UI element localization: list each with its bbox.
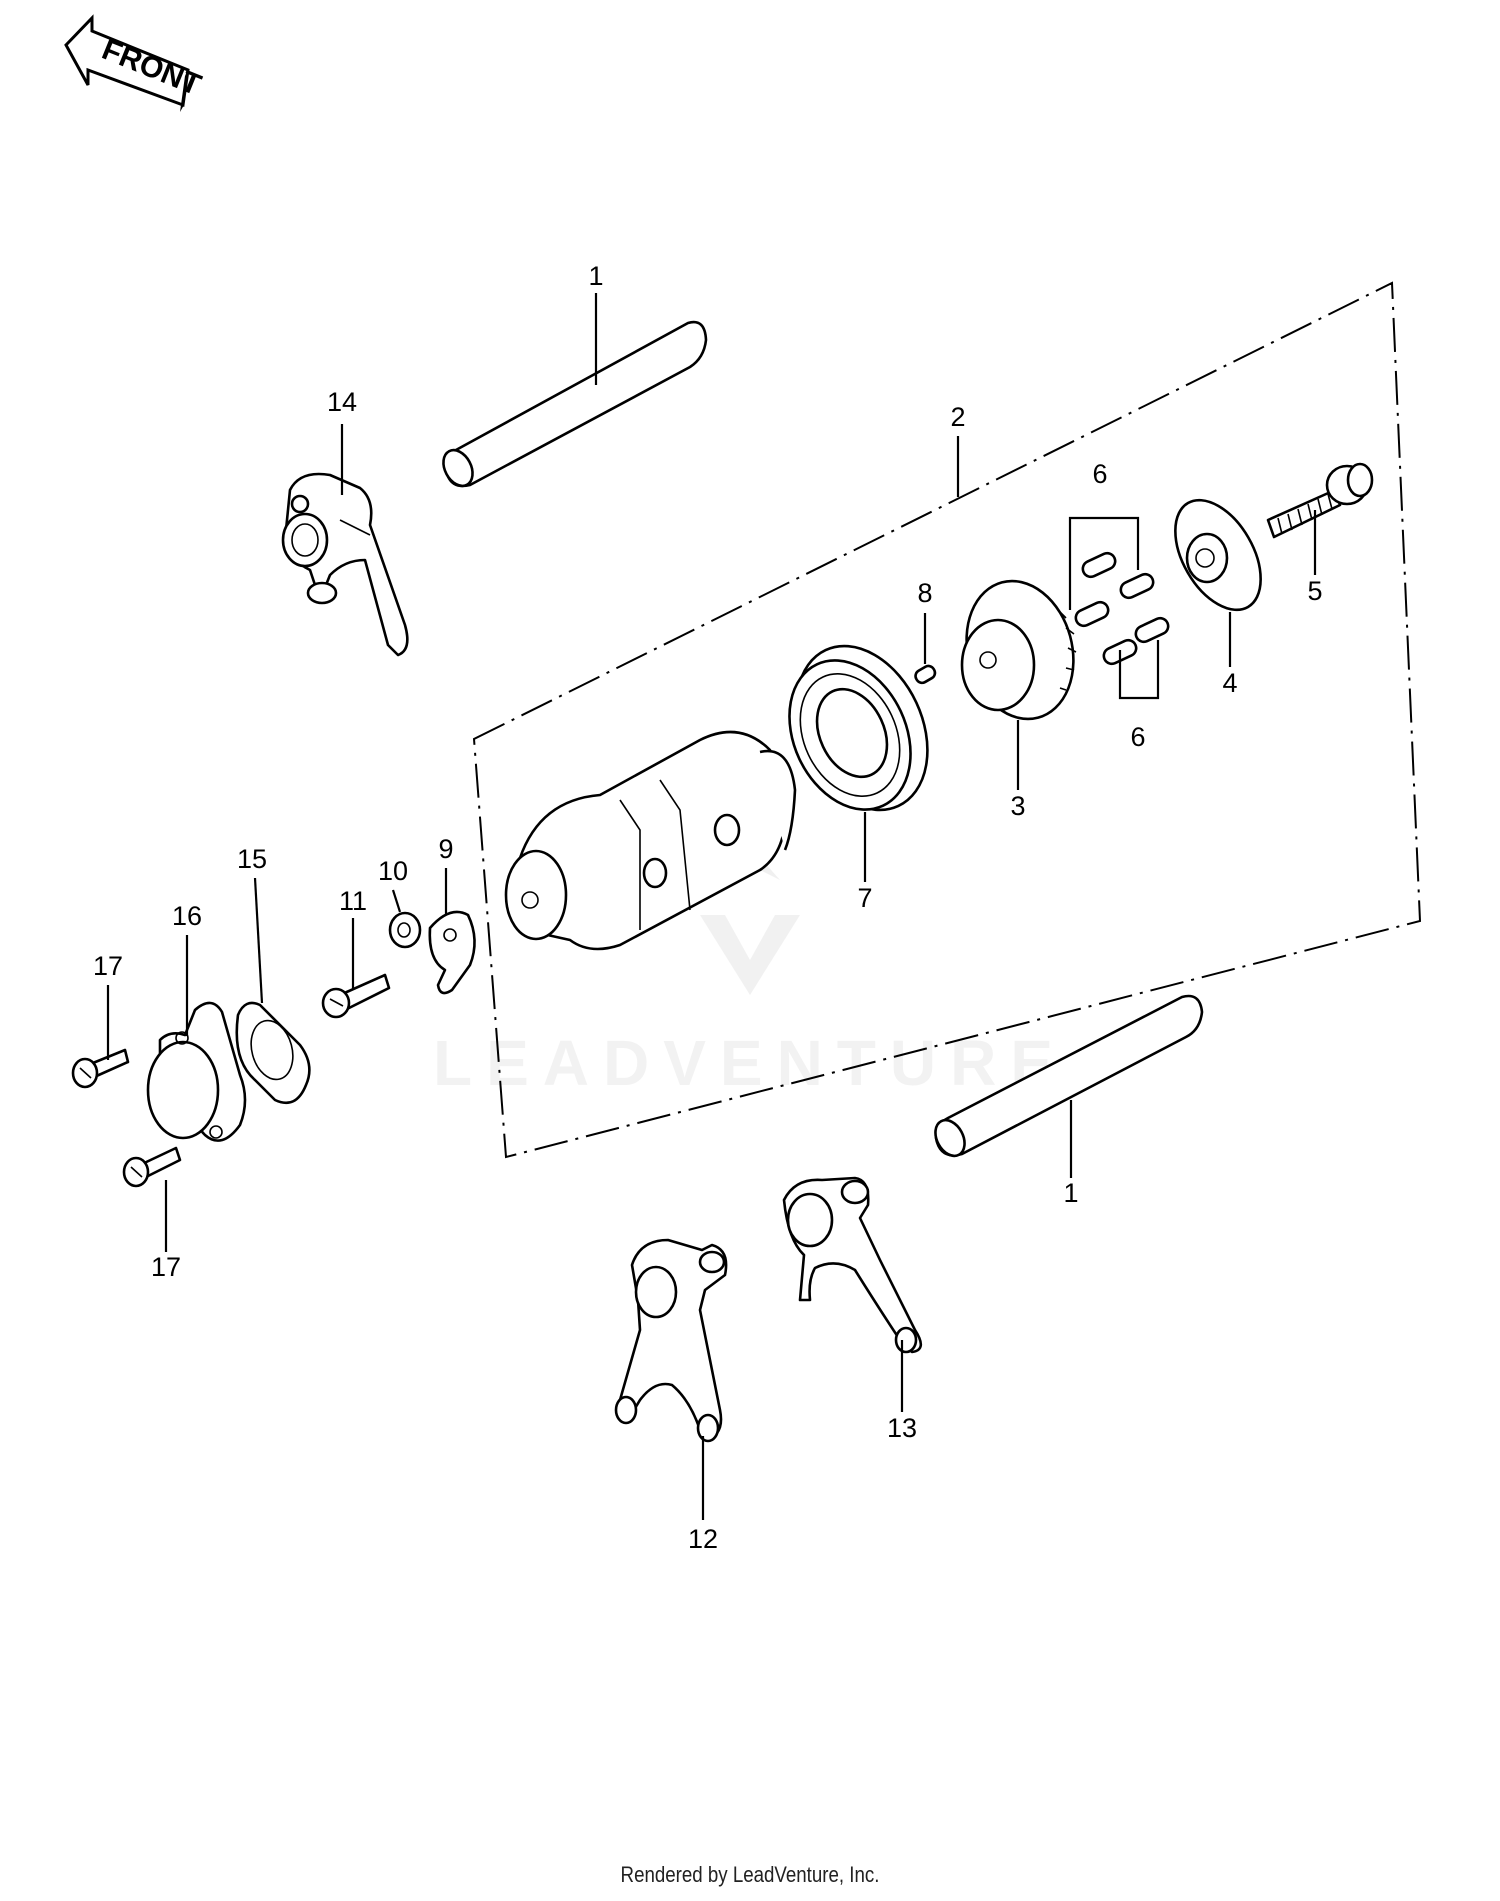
callout-4: 4 xyxy=(1222,668,1237,698)
callout-1-lower: 1 xyxy=(1063,1178,1078,1208)
leadventure-watermark: LEADVENTURE xyxy=(433,835,1067,1099)
callout-8: 8 xyxy=(917,578,932,608)
callout-15: 15 xyxy=(237,844,267,874)
front-arrow-icon: FRONT xyxy=(64,14,206,112)
screw-17-lower xyxy=(122,1146,182,1188)
callout-6-upper: 6 xyxy=(1092,459,1107,489)
callout-12: 12 xyxy=(688,1524,718,1554)
pins-6 xyxy=(1068,516,1170,700)
callout-17-upper: 17 xyxy=(93,951,123,981)
pin-8 xyxy=(914,664,937,685)
shift-fork-14 xyxy=(281,472,409,657)
callout-1-upper: 1 xyxy=(588,261,603,291)
callout-14: 14 xyxy=(327,387,357,417)
shaft-upper xyxy=(442,320,708,488)
screw-11 xyxy=(321,973,391,1019)
washer-10 xyxy=(388,911,422,949)
shift-fork-12 xyxy=(614,1238,728,1443)
shift-fork-13 xyxy=(782,1176,923,1354)
plate-4 xyxy=(1174,498,1262,612)
render-credit: Rendered by LeadVenture, Inc. xyxy=(620,1862,880,1887)
callout-7: 7 xyxy=(857,883,872,913)
callout-5: 5 xyxy=(1307,576,1322,606)
callout-17-lower: 17 xyxy=(151,1252,181,1282)
pin-holder-3 xyxy=(960,579,1077,721)
callout-2: 2 xyxy=(950,402,965,432)
leader-lines xyxy=(106,293,1317,1520)
callout-3: 3 xyxy=(1010,791,1025,821)
callout-11: 11 xyxy=(339,886,367,916)
callout-13: 13 xyxy=(887,1413,917,1443)
callout-16: 16 xyxy=(172,901,202,931)
cover-16 xyxy=(146,1001,247,1142)
gasket-15 xyxy=(235,1001,311,1105)
callout-9: 9 xyxy=(438,834,453,864)
shaft-lower xyxy=(934,994,1204,1158)
cam-plate-9 xyxy=(428,910,476,995)
shift-drum xyxy=(504,730,797,951)
callout-10: 10 xyxy=(378,856,408,886)
assembly-frame xyxy=(472,281,1422,1159)
bolt-5 xyxy=(1266,462,1374,539)
screw-17-upper xyxy=(71,1048,130,1089)
callout-6-lower: 6 xyxy=(1130,722,1145,752)
bearing-7 xyxy=(788,644,929,812)
watermark-text: LEADVENTURE xyxy=(433,1027,1067,1099)
